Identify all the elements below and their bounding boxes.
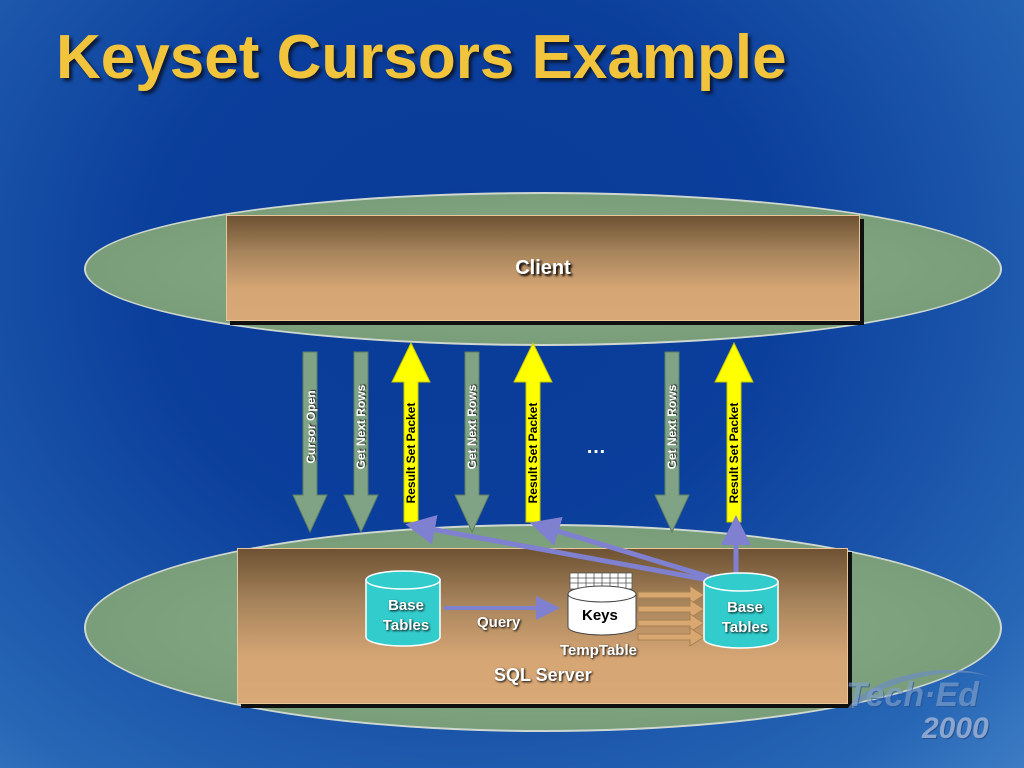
- result-set-arrow-3: [714, 341, 754, 523]
- result-set-arrow-2: [513, 341, 553, 523]
- sql-server-label: SQL Server: [494, 665, 592, 685]
- query-label: Query: [477, 614, 521, 631]
- get-next-rows-label-1: Get Next Rows: [354, 384, 368, 470]
- cursor-open-arrow: [292, 351, 328, 534]
- temptable-label: TempTable: [560, 642, 637, 659]
- base-tables-left-line2: Tables: [382, 617, 430, 634]
- client-panel: Client: [226, 215, 860, 321]
- base-tables-right-label: Base Tables: [705, 598, 785, 638]
- result-set-label-1: Result Set Packet: [404, 402, 418, 504]
- ellipsis-label: …: [586, 436, 609, 458]
- keys-cylinder: [567, 585, 637, 636]
- get-next-rows-label-3: Get Next Rows: [665, 384, 679, 470]
- base-tables-right-line2: Tables: [721, 619, 769, 636]
- client-label: Client: [515, 257, 571, 279]
- base-tables-left-cylinder: [365, 570, 441, 647]
- base-tables-right-line1: Base: [727, 599, 763, 616]
- result-set-arrow-1: [391, 341, 431, 523]
- result-set-label-3: Result Set Packet: [727, 402, 741, 504]
- base-tables-right-cylinder: [703, 572, 779, 649]
- base-tables-left-label: Base Tables: [366, 596, 446, 636]
- slide-title: Keyset Cursors Example: [56, 23, 787, 92]
- get-next-rows-arrow-3: [654, 351, 690, 534]
- get-next-rows-arrow-2: [454, 351, 490, 534]
- logo-line1: Tech·Ed: [846, 676, 979, 714]
- keys-label: Keys: [582, 607, 618, 624]
- connector-line-1: [405, 514, 737, 588]
- transfer-arrows: [637, 585, 705, 647]
- base-tables-left-line1: Base: [388, 597, 424, 614]
- logo-line2: 2000: [922, 712, 989, 745]
- connector-line-2: [529, 516, 737, 588]
- get-next-rows-label-2: Get Next Rows: [465, 384, 479, 470]
- get-next-rows-arrow-1: [343, 351, 379, 534]
- teched-logo: [848, 669, 994, 708]
- result-set-label-2: Result Set Packet: [526, 402, 540, 504]
- cursor-open-label: Cursor Open: [304, 390, 318, 464]
